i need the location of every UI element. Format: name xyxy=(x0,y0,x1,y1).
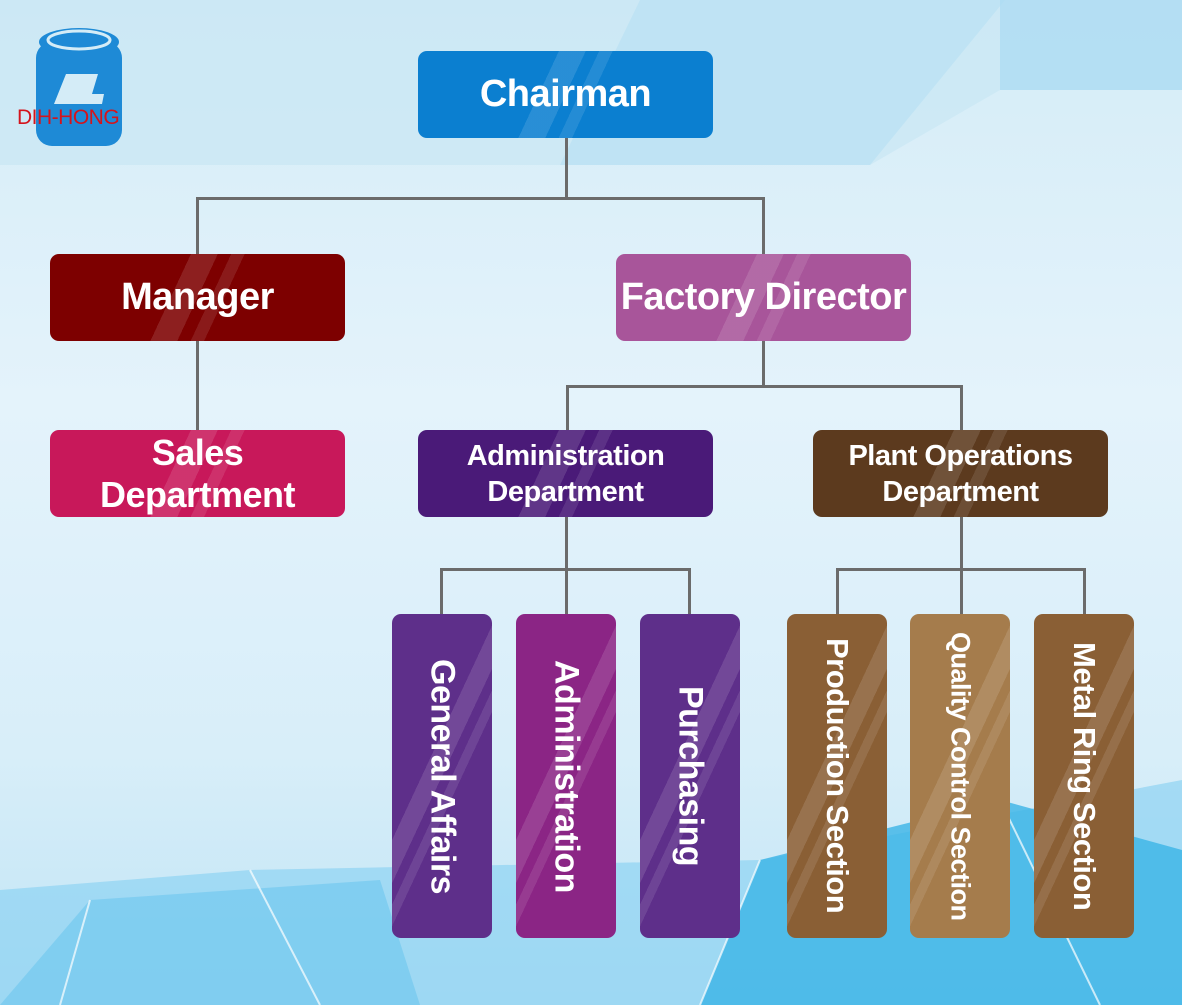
node-sales-department: Sales Department xyxy=(50,430,345,517)
connector xyxy=(196,197,199,254)
connector xyxy=(566,385,569,430)
connector xyxy=(565,138,568,200)
connector xyxy=(960,517,963,614)
connector xyxy=(836,568,839,614)
node-label: Purchasing xyxy=(671,685,710,867)
connector xyxy=(762,341,765,388)
logo-text: DIH-HONG xyxy=(17,106,120,129)
connector xyxy=(836,568,1086,571)
node-label-line2: Department xyxy=(487,475,644,508)
connector xyxy=(565,517,568,614)
connector xyxy=(960,385,963,430)
node-purchasing: Purchasing xyxy=(640,614,740,938)
connector xyxy=(688,568,691,614)
node-label-line1: Plant Operations xyxy=(848,439,1073,472)
node-label-line2: Department xyxy=(882,475,1039,508)
node-label: General Affairs xyxy=(423,658,462,894)
node-label: Chairman xyxy=(479,73,652,115)
connector xyxy=(566,385,963,388)
jar-logo-icon xyxy=(36,28,122,146)
connector xyxy=(196,197,765,200)
node-quality-control-section: Quality Control Section xyxy=(910,614,1010,938)
node-label: Metal Ring Section xyxy=(1067,641,1102,911)
connector xyxy=(1083,568,1086,614)
node-production-section: Production Section xyxy=(787,614,887,938)
node-label: Production Section xyxy=(820,638,855,914)
node-label: Administration xyxy=(547,659,586,893)
node-chairman: Chairman xyxy=(418,51,713,138)
connector xyxy=(440,568,443,614)
connector xyxy=(440,568,691,571)
dih-hong-logo xyxy=(14,12,144,152)
node-label-line1: Administration xyxy=(466,439,665,472)
connector xyxy=(762,197,765,254)
node-metal-ring-section: Metal Ring Section xyxy=(1034,614,1134,938)
node-manager: Manager xyxy=(50,254,345,341)
node-factory-director: Factory Director xyxy=(616,254,911,341)
node-label: Factory Director xyxy=(620,276,907,318)
node-label: Manager xyxy=(121,276,274,318)
node-label: Sales Department xyxy=(99,431,296,515)
connector xyxy=(196,341,199,430)
node-label: Quality Control Section xyxy=(945,631,976,921)
node-general-affairs: General Affairs xyxy=(392,614,492,938)
node-administration: Administration xyxy=(516,614,616,938)
